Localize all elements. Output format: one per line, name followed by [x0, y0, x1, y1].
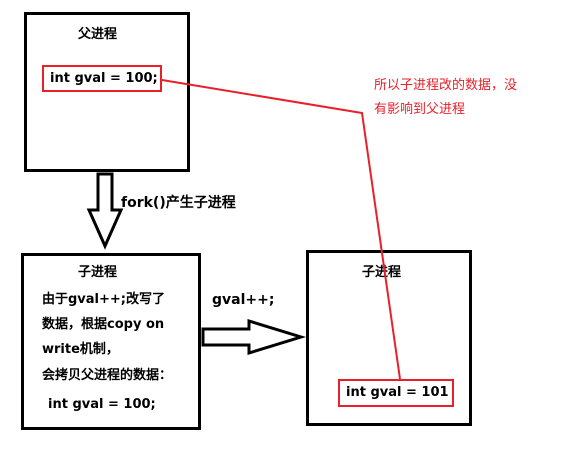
fork-down-arrow	[86, 172, 124, 250]
child-gval-text: int gval = 100;	[48, 397, 156, 412]
modified-child-title: 子进程	[362, 265, 402, 280]
child-explanation-line-1: 由于gval++;改写了	[42, 292, 165, 307]
modified-gval-highlight	[338, 379, 454, 407]
fork-label: fork()产生子进程	[121, 195, 236, 211]
annotation-line-2: 有影响到父进程	[374, 102, 466, 117]
annotation-connector-line	[161, 79, 401, 380]
parent-gval-highlight	[42, 65, 162, 92]
child-process-title: 子进程	[78, 265, 118, 280]
annotation-line-1: 所以子进程改的数据，没	[374, 78, 518, 93]
child-explanation-line-4: 会拷贝父进程的数据：	[42, 368, 173, 383]
increment-label: gval++;	[212, 292, 275, 308]
child-explanation-line-2: 数据，根据copy on	[42, 317, 165, 332]
child-explanation-line-3: write机制，	[42, 342, 119, 357]
increment-right-arrow	[201, 318, 307, 356]
modified-gval-text: int gval = 101	[346, 385, 449, 400]
parent-process-box	[24, 12, 190, 172]
parent-process-title: 父进程	[78, 27, 118, 42]
child-process-box	[21, 253, 201, 430]
parent-gval-text: int gval = 100;	[50, 71, 158, 86]
